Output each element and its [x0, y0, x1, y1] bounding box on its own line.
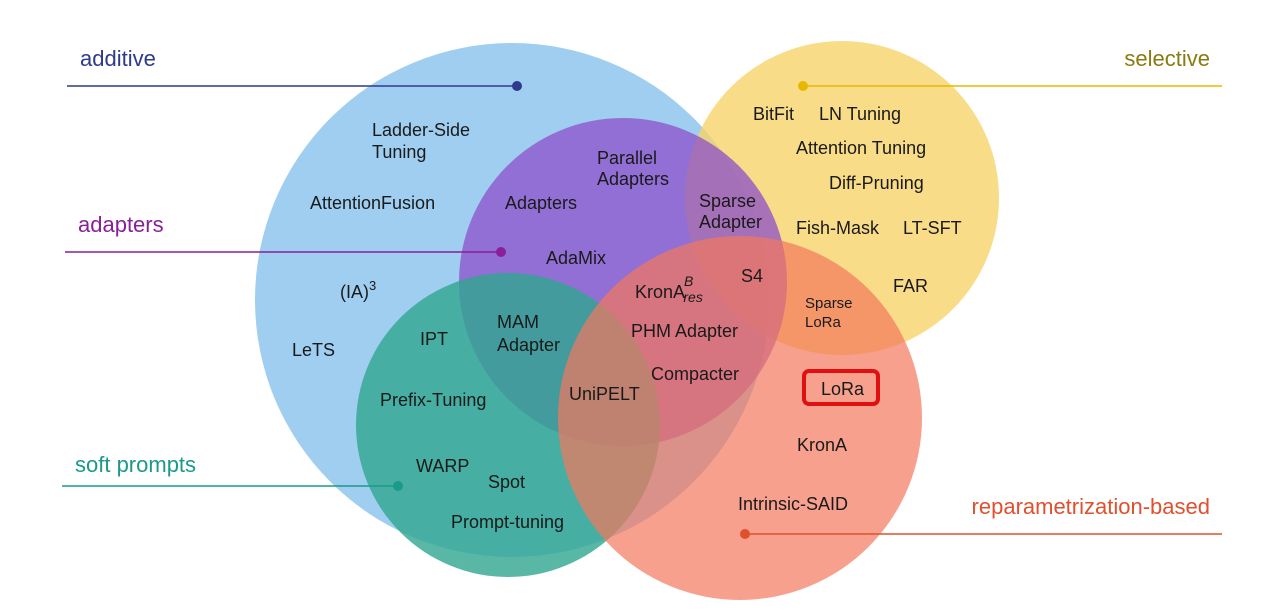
method-far: FAR	[893, 276, 928, 296]
method-adapters: Adapters	[505, 193, 577, 213]
method-ladder-side-tuning-line2: Tuning	[372, 142, 426, 162]
method-fish-mask: Fish-Mask	[796, 218, 880, 238]
method-mam-adapter-line2: Adapter	[497, 335, 560, 355]
method-diff-pruning: Diff-Pruning	[829, 173, 924, 193]
method-adamix: AdaMix	[546, 248, 606, 268]
method-s4: S4	[741, 266, 763, 286]
method-spot: Spot	[488, 472, 525, 492]
lora-highlight-box	[802, 369, 880, 406]
method-attention-tuning: Attention Tuning	[796, 138, 926, 158]
method-ln-tuning: LN Tuning	[819, 104, 901, 124]
soft-prompts-dot	[393, 481, 403, 491]
method-mam-adapter-line1: MAM	[497, 312, 539, 332]
method-parallel-adapters-line2: Adapters	[597, 169, 669, 189]
selective-label: selective	[1124, 46, 1210, 71]
additive-label: additive	[80, 46, 156, 71]
additive-dot	[512, 81, 522, 91]
method-sparse-lora-line1: Sparse	[805, 295, 853, 312]
method-attentionfusion: AttentionFusion	[310, 193, 435, 213]
method-prompt-tuning: Prompt-tuning	[451, 512, 564, 532]
method-lets: LeTS	[292, 340, 335, 360]
category-reparametrization: reparametrization-based	[740, 494, 1222, 539]
selective-dot	[798, 81, 808, 91]
method-krona: KronA	[797, 435, 847, 455]
category-adapters: adapters	[65, 212, 506, 257]
method-bitfit: BitFit	[753, 104, 794, 124]
method-unipelt: UniPELT	[569, 384, 640, 404]
method-lt-sft: LT-SFT	[903, 218, 962, 238]
reparametrization-circle	[558, 236, 922, 600]
category-selective: selective	[798, 46, 1222, 91]
method-intrinsic-said: Intrinsic-SAID	[738, 494, 848, 514]
method-prefix-tuning: Prefix-Tuning	[380, 390, 486, 410]
method-sparse-lora-line2: LoRa	[805, 314, 842, 331]
method-ipt: IPT	[420, 329, 448, 349]
category-soft-prompts: soft prompts	[62, 452, 403, 491]
method-warp: WARP	[416, 456, 469, 476]
adapters-dot	[496, 247, 506, 257]
method-phm-adapter: PHM Adapter	[631, 321, 738, 341]
method-compacter: Compacter	[651, 364, 739, 384]
venn-circles	[255, 41, 999, 600]
method-sparse-adapter-line1: Sparse	[699, 191, 756, 211]
category-additive: additive	[67, 46, 522, 91]
method-ia3: (IA)3	[340, 278, 376, 302]
method-ladder-side-tuning-line1: Ladder-Side	[372, 120, 470, 140]
adapters-label: adapters	[78, 212, 164, 237]
method-parallel-adapters-line1: Parallel	[597, 148, 657, 168]
reparametrization-dot	[740, 529, 750, 539]
method-lora: LoRa	[821, 379, 865, 399]
soft-prompts-label: soft prompts	[75, 452, 196, 477]
reparametrization-label: reparametrization-based	[972, 494, 1210, 519]
method-sparse-adapter-line2: Adapter	[699, 212, 762, 232]
